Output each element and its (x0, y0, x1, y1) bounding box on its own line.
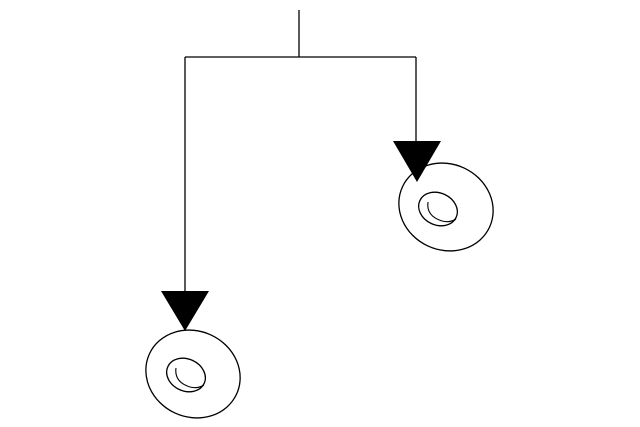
part-left (145, 291, 241, 419)
grommet-inner-edge (175, 367, 205, 389)
left-arrowhead-icon (161, 291, 209, 331)
grommet-inner-edge (427, 201, 457, 223)
grommet-inner-hole (418, 191, 458, 227)
part-right (393, 141, 494, 252)
grommet-inner-hole (166, 357, 206, 393)
right-arrowhead-icon (393, 141, 441, 182)
connector-lines (184, 10, 417, 292)
